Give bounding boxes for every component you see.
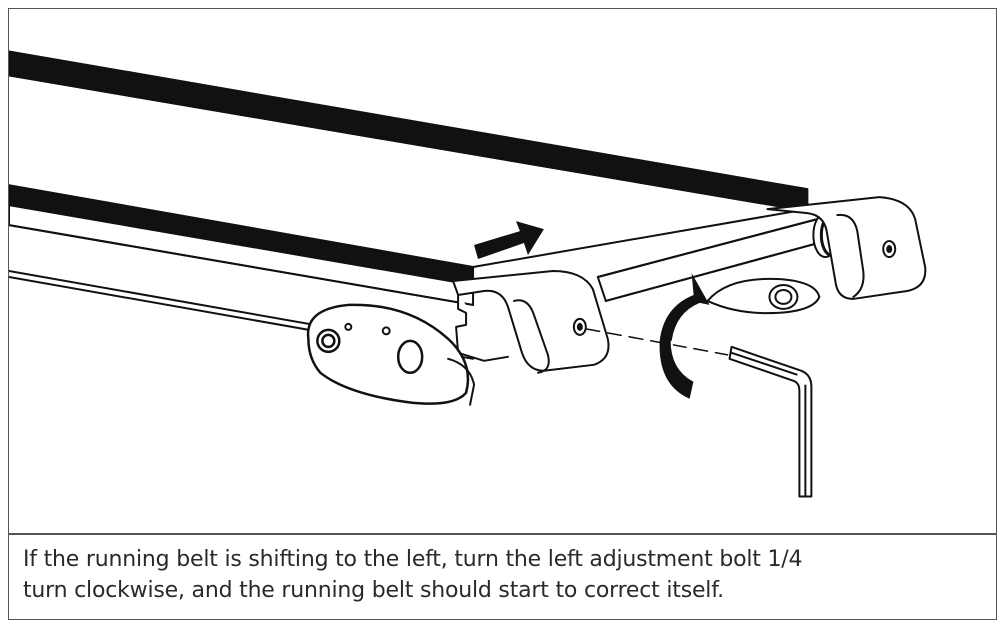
rear-foot-right [706,277,821,315]
left-end-cap [452,270,610,374]
figure-frame: If the running belt is shifting to the l… [8,8,997,620]
instruction-caption: If the running belt is shifting to the l… [23,544,983,606]
far-side-rail [9,50,809,213]
right-end-cap [766,196,927,300]
clockwise-rotation-icon [659,272,710,399]
treadmill-illustration [9,50,927,498]
allen-key-icon [728,345,813,498]
caption-divider [9,533,996,535]
caption-line-1: If the running belt is shifting to the l… [23,547,803,572]
right-arrow-icon [474,221,544,260]
caption-line-2: turn clockwise, and the running belt sho… [23,578,724,603]
front-foot-left [306,303,476,406]
